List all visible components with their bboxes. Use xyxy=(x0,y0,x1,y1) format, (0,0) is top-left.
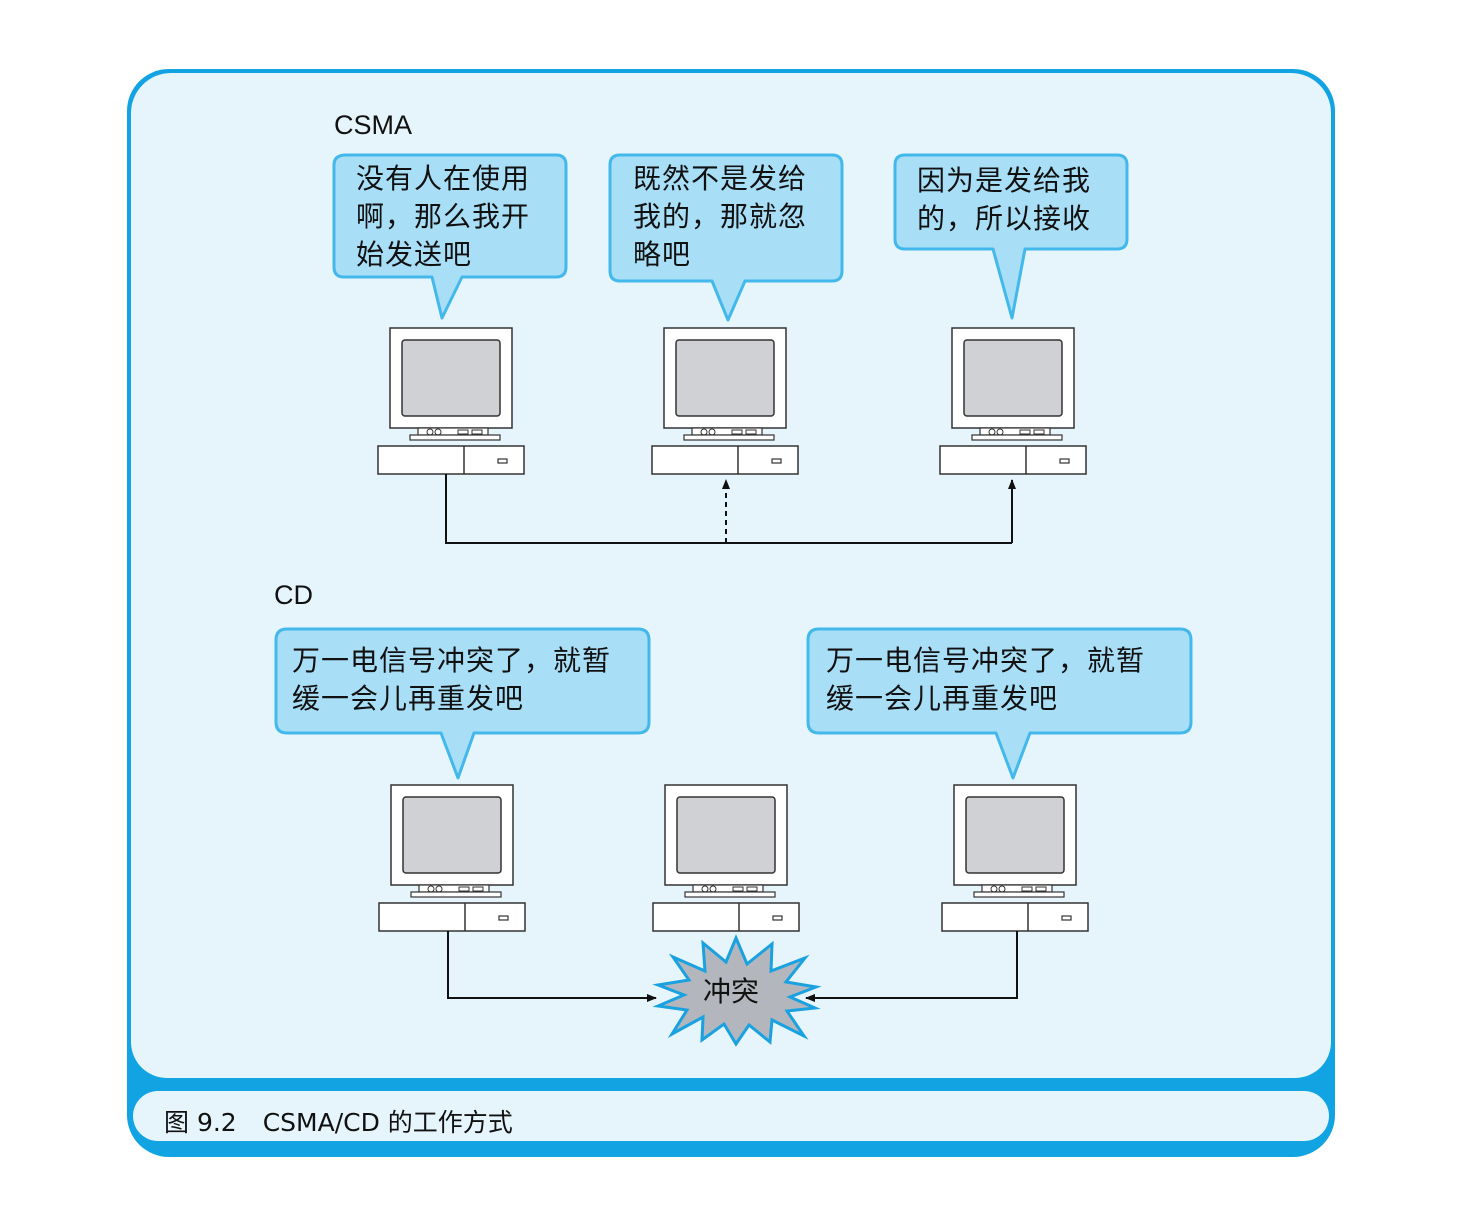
cd-bubble-2 xyxy=(806,627,1193,780)
caption-number: 图 9.2 xyxy=(164,1108,237,1137)
csma-computer-3 xyxy=(939,327,1087,475)
cd-computer-2 xyxy=(652,784,800,932)
caption-bar xyxy=(133,1091,1329,1141)
collision-label: 冲突 xyxy=(703,975,760,1008)
cd-computer-3 xyxy=(941,784,1089,932)
csma-bubble-1 xyxy=(332,153,568,320)
caption-title: CSMA/CD 的工作方式 xyxy=(262,1108,513,1137)
cd-bubble-1 xyxy=(274,627,651,780)
csma-label: CSMA xyxy=(334,110,413,140)
csma-bubble-1-text: 没有人在使用 啊，那么我开 始发送吧 xyxy=(356,162,531,271)
cd-bus xyxy=(447,931,1018,1002)
csma-bubble-2-text: 既然不是发给 我的，那就忽 略吧 xyxy=(633,162,808,271)
csma-bubble-2 xyxy=(608,153,844,322)
cd-computer-1 xyxy=(378,784,526,932)
cd-bubble-1-text: 万一电信号冲突了，就暂 缓一会儿再重发吧 xyxy=(292,644,612,715)
cd-label: CD xyxy=(274,580,313,610)
figure-caption: 图 9.2 CSMA/CD 的工作方式 xyxy=(164,1103,513,1139)
csma-bubble-3-text: 因为是发给我 的，所以接收 xyxy=(917,164,1092,235)
collision-burst xyxy=(652,934,822,1047)
csma-bus xyxy=(445,474,1016,544)
csma-computer-1 xyxy=(377,327,525,475)
csma-bubble-3 xyxy=(893,153,1129,320)
cd-bubble-2-text: 万一电信号冲突了，就暂 缓一会儿再重发吧 xyxy=(826,644,1146,715)
csma-computer-2 xyxy=(651,327,799,475)
